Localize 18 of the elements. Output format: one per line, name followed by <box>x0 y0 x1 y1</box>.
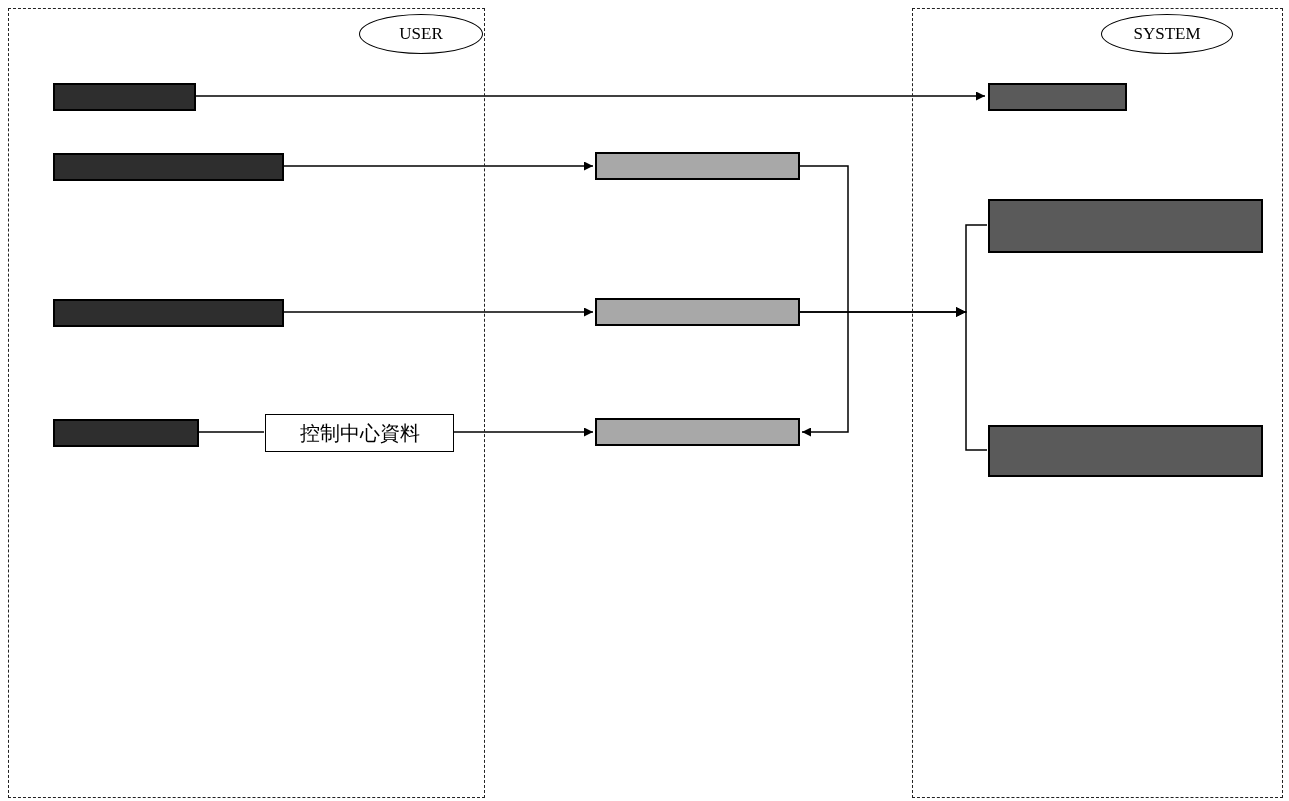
process-box <box>595 298 800 326</box>
process-box <box>988 425 1263 477</box>
arrow <box>452 427 594 437</box>
lane-label-ellipse: USER <box>359 14 483 54</box>
process-box <box>988 83 1127 111</box>
process-box <box>595 152 800 180</box>
process-box <box>988 199 1263 253</box>
process-box <box>53 153 284 181</box>
process-box <box>595 418 800 446</box>
process-box <box>53 419 199 447</box>
swimlane-box <box>912 8 1283 798</box>
process-box <box>53 299 284 327</box>
arrow <box>799 307 988 451</box>
process-box: 控制中心資料 <box>265 414 454 452</box>
process-box <box>53 83 196 111</box>
swimlane-box <box>8 8 485 798</box>
arrow <box>799 165 849 437</box>
lane-label-ellipse: SYSTEM <box>1101 14 1233 54</box>
